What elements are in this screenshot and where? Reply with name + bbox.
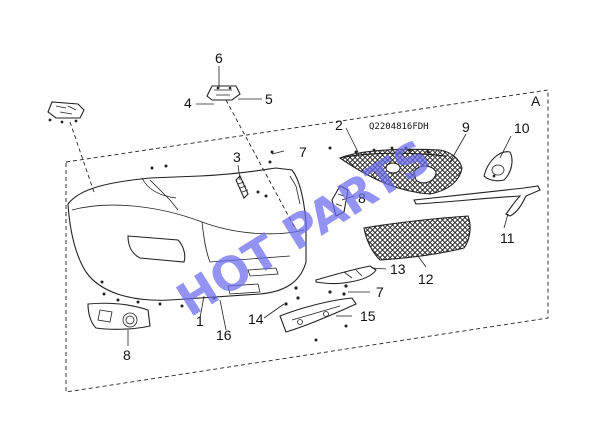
chrome-trim-strip — [413, 185, 541, 217]
callout-4: 4 — [184, 95, 192, 111]
callout-12: 12 — [418, 271, 434, 287]
assembly-frame — [65, 89, 549, 393]
lower-trim-piece — [315, 265, 377, 285]
callout-7-lower: 7 — [376, 284, 384, 300]
callout-16: 16 — [216, 327, 232, 343]
callout-7-upper: 7 — [299, 144, 307, 160]
callout-1: 1 — [196, 313, 204, 329]
bumper-side-bracket — [47, 101, 85, 124]
clip-dot — [328, 146, 332, 150]
clip-dot — [268, 160, 272, 164]
clip-dot — [284, 302, 288, 306]
callout-3: 3 — [233, 149, 241, 165]
clip-dot — [342, 292, 346, 296]
callout-15: 15 — [360, 308, 376, 324]
retaining-clip-3 — [235, 175, 249, 199]
part-code: Q2204816FDH — [369, 122, 429, 132]
clip-dot — [264, 194, 268, 198]
callout-8-upper: 8 — [358, 190, 366, 206]
callout-2: 2 — [335, 117, 343, 133]
view-letter: A — [531, 93, 541, 109]
callout-6: 6 — [215, 50, 223, 66]
callout-13: 13 — [390, 261, 406, 277]
clip-dot — [294, 286, 298, 290]
bumper-bracket-8-upper — [331, 185, 349, 217]
callout-11: 11 — [500, 230, 515, 246]
callout-9: 9 — [462, 119, 470, 135]
callout-8-lower: 8 — [123, 347, 131, 363]
lower-grille — [363, 215, 471, 261]
callout-labels: 6 4 5 3 7 2 9 10 8 11 12 13 7 15 14 16 1… — [123, 50, 530, 363]
clip-dot — [270, 150, 274, 154]
fog-light-bezel — [87, 302, 151, 330]
clip-dot — [354, 150, 358, 154]
callout-14: 14 — [248, 311, 264, 327]
clip-dot — [256, 190, 260, 194]
clip-dot — [296, 296, 300, 300]
center-bracket-guide-line — [225, 99, 297, 231]
clip-dot — [344, 284, 348, 288]
clip-dot — [328, 290, 332, 294]
callout-5: 5 — [265, 91, 273, 107]
license-plate-bracket — [279, 297, 357, 342]
leader-lines — [127, 66, 512, 346]
callout-10: 10 — [514, 120, 530, 136]
front-bumper-cover — [67, 164, 307, 308]
center-bracket — [206, 85, 241, 101]
upper-grille — [338, 146, 463, 195]
bracket-guide-line — [69, 121, 96, 196]
tow-hook-cover — [483, 151, 513, 182]
